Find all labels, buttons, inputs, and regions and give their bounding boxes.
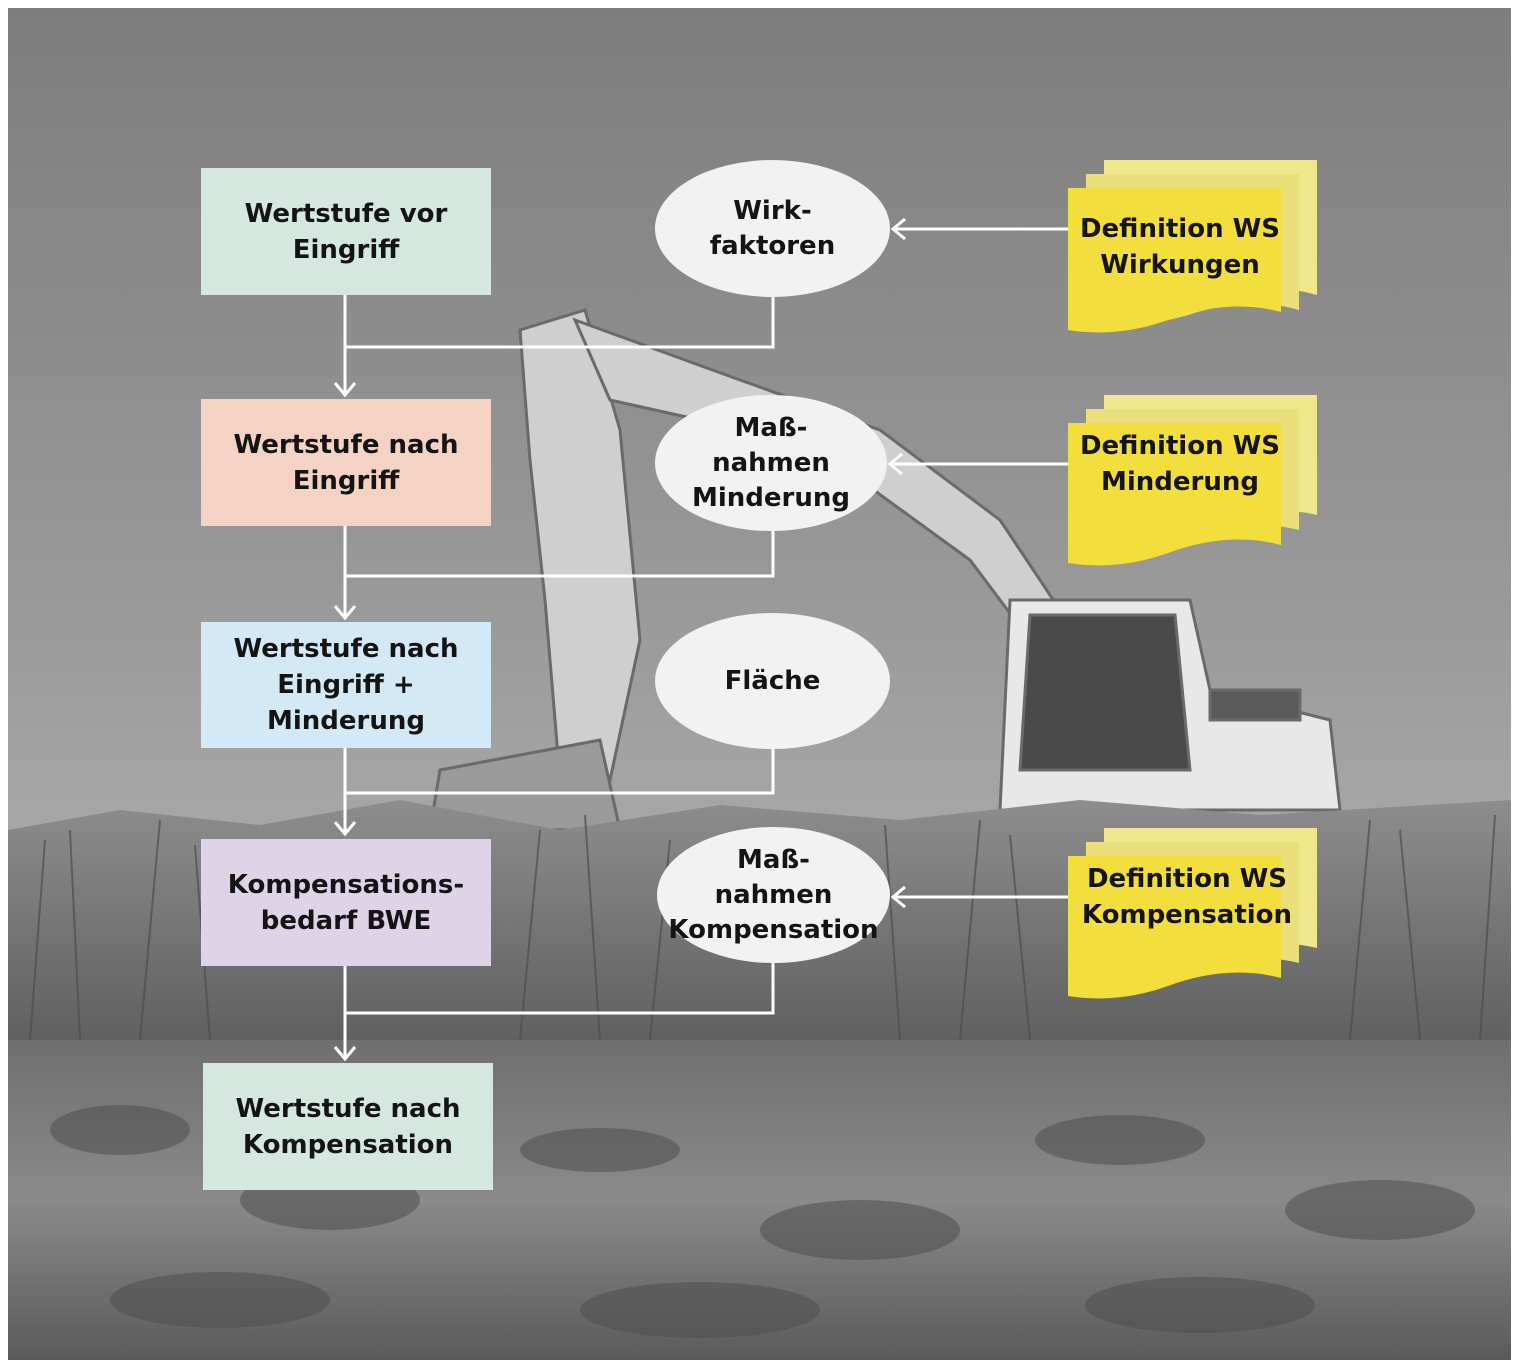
arrow-to-massnahmen-kompensation [890, 885, 906, 909]
arrow-to-minderung [333, 605, 357, 621]
box-wertstufe-nach-eingriff: Wertstufe nach Eingriff [201, 399, 491, 526]
ellipse-wirkfaktoren: Wirk- faktoren [655, 160, 890, 297]
doc-definition-ws-wirkungen: Definition WS Wirkungen [1068, 160, 1318, 340]
doc-label: Definition WS Wirkungen [1079, 214, 1281, 280]
box-wertstufe-vor-eingriff: Wertstufe vor Eingriff [201, 168, 491, 295]
arrow-to-massnahmen-minderung [887, 452, 903, 476]
doc-definition-ws-minderung: Definition WS Minderung [1068, 395, 1318, 575]
document-stack-icon [1068, 828, 1317, 999]
ellipse-massnahmen-kompensation: Maß- nahmen Kompensation [657, 827, 890, 963]
box-wertstufe-nach-kompensation: Wertstufe nach Kompensation [203, 1063, 493, 1190]
doc-definition-ws-kompensation: Definition WS Kompensation [1068, 828, 1318, 1008]
ellipse-massnahmen-minderung: Maß- nahmen Minderung [655, 395, 887, 531]
box-kompensationsbedarf-bwe: Kompensations- bedarf BWE [201, 839, 491, 966]
connector-massnahmen-kompensation-join [345, 963, 775, 1015]
arrow-to-wirkfaktoren [890, 217, 906, 241]
box-wertstufe-nach-eingriff-minderung: Wertstufe nach Eingriff + Minderung [201, 622, 491, 748]
ellipse-flaeche: Fläche [655, 613, 890, 749]
connector-wirkfaktoren-join [345, 297, 775, 349]
arrow-to-nach [333, 382, 357, 398]
arrow-to-bedarf [333, 821, 357, 837]
doc-label: Definition WS Minderung [1079, 431, 1281, 497]
arrow-to-kompensation [333, 1046, 357, 1062]
document-stack-icon [1068, 160, 1317, 333]
connector-flaeche-join [345, 749, 775, 795]
doc-label: Definition WS Kompensation [1081, 864, 1293, 930]
connector-massnahmen-minderung-join [345, 531, 775, 578]
document-stack-icon [1068, 395, 1317, 566]
